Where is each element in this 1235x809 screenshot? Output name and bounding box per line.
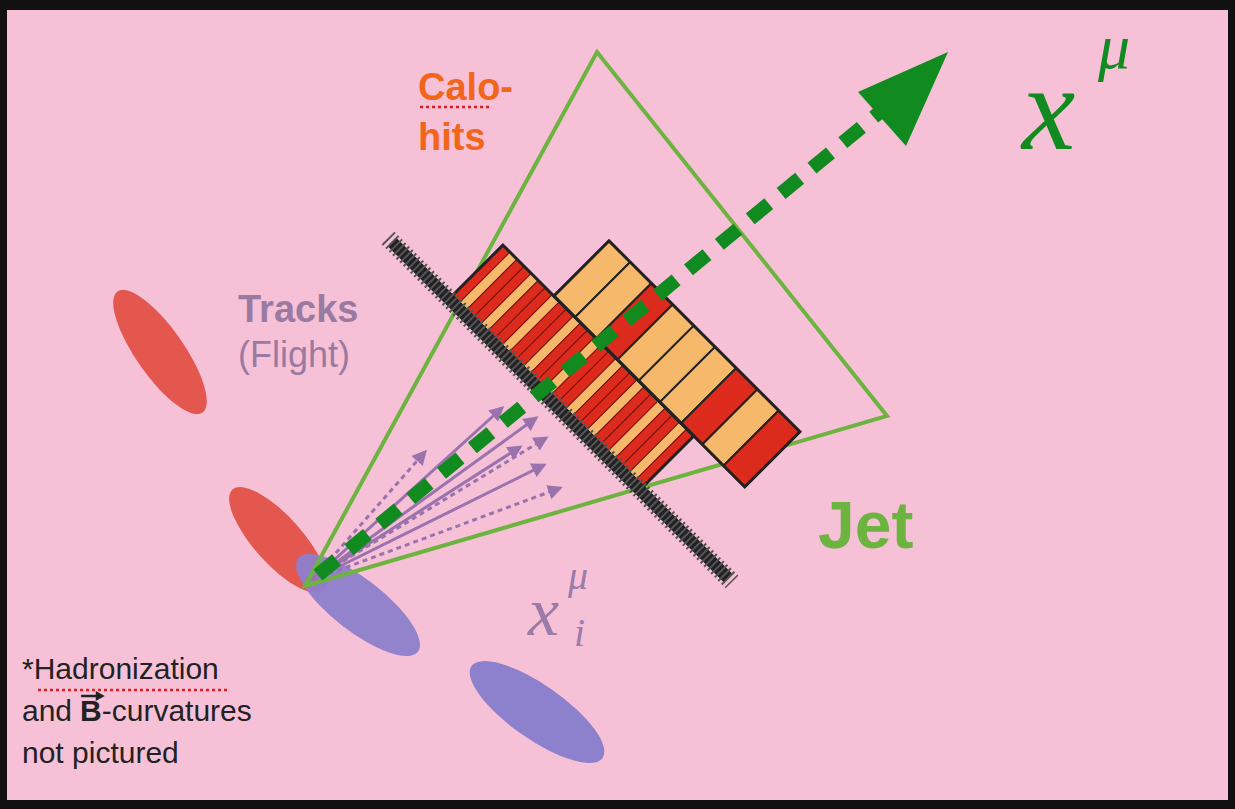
footnote-text: -curvatures: [102, 694, 252, 729]
footnote-text: *Hadronization: [22, 652, 219, 687]
tracks: [312, 408, 560, 580]
track-vector-index: μ: [568, 553, 588, 599]
footnote-symbol: B: [80, 694, 102, 729]
jet-axis: [318, 112, 880, 575]
red-blob: [98, 278, 222, 427]
tracker-band-fuzz: [388, 238, 732, 582]
pink-ground: [7, 10, 1228, 800]
jet-axis-head: [858, 52, 948, 146]
track-subscript: i: [574, 610, 585, 656]
flight-label: (Flight): [238, 334, 350, 375]
four-vector-symbol: x: [1022, 40, 1075, 178]
calo-hits-label: Calo- hits: [418, 62, 538, 162]
jet-cone: [305, 52, 887, 586]
tracks-label: Tracks: [238, 288, 358, 332]
blue-blob: [456, 644, 618, 780]
jet-label: Jet: [818, 488, 913, 564]
track-vector-symbol: x: [528, 572, 559, 653]
footnote-text: and: [22, 694, 72, 729]
four-vector-index: μ: [1098, 10, 1130, 84]
spell-underline: [38, 689, 228, 692]
footnote-text: not pictured: [22, 736, 179, 771]
